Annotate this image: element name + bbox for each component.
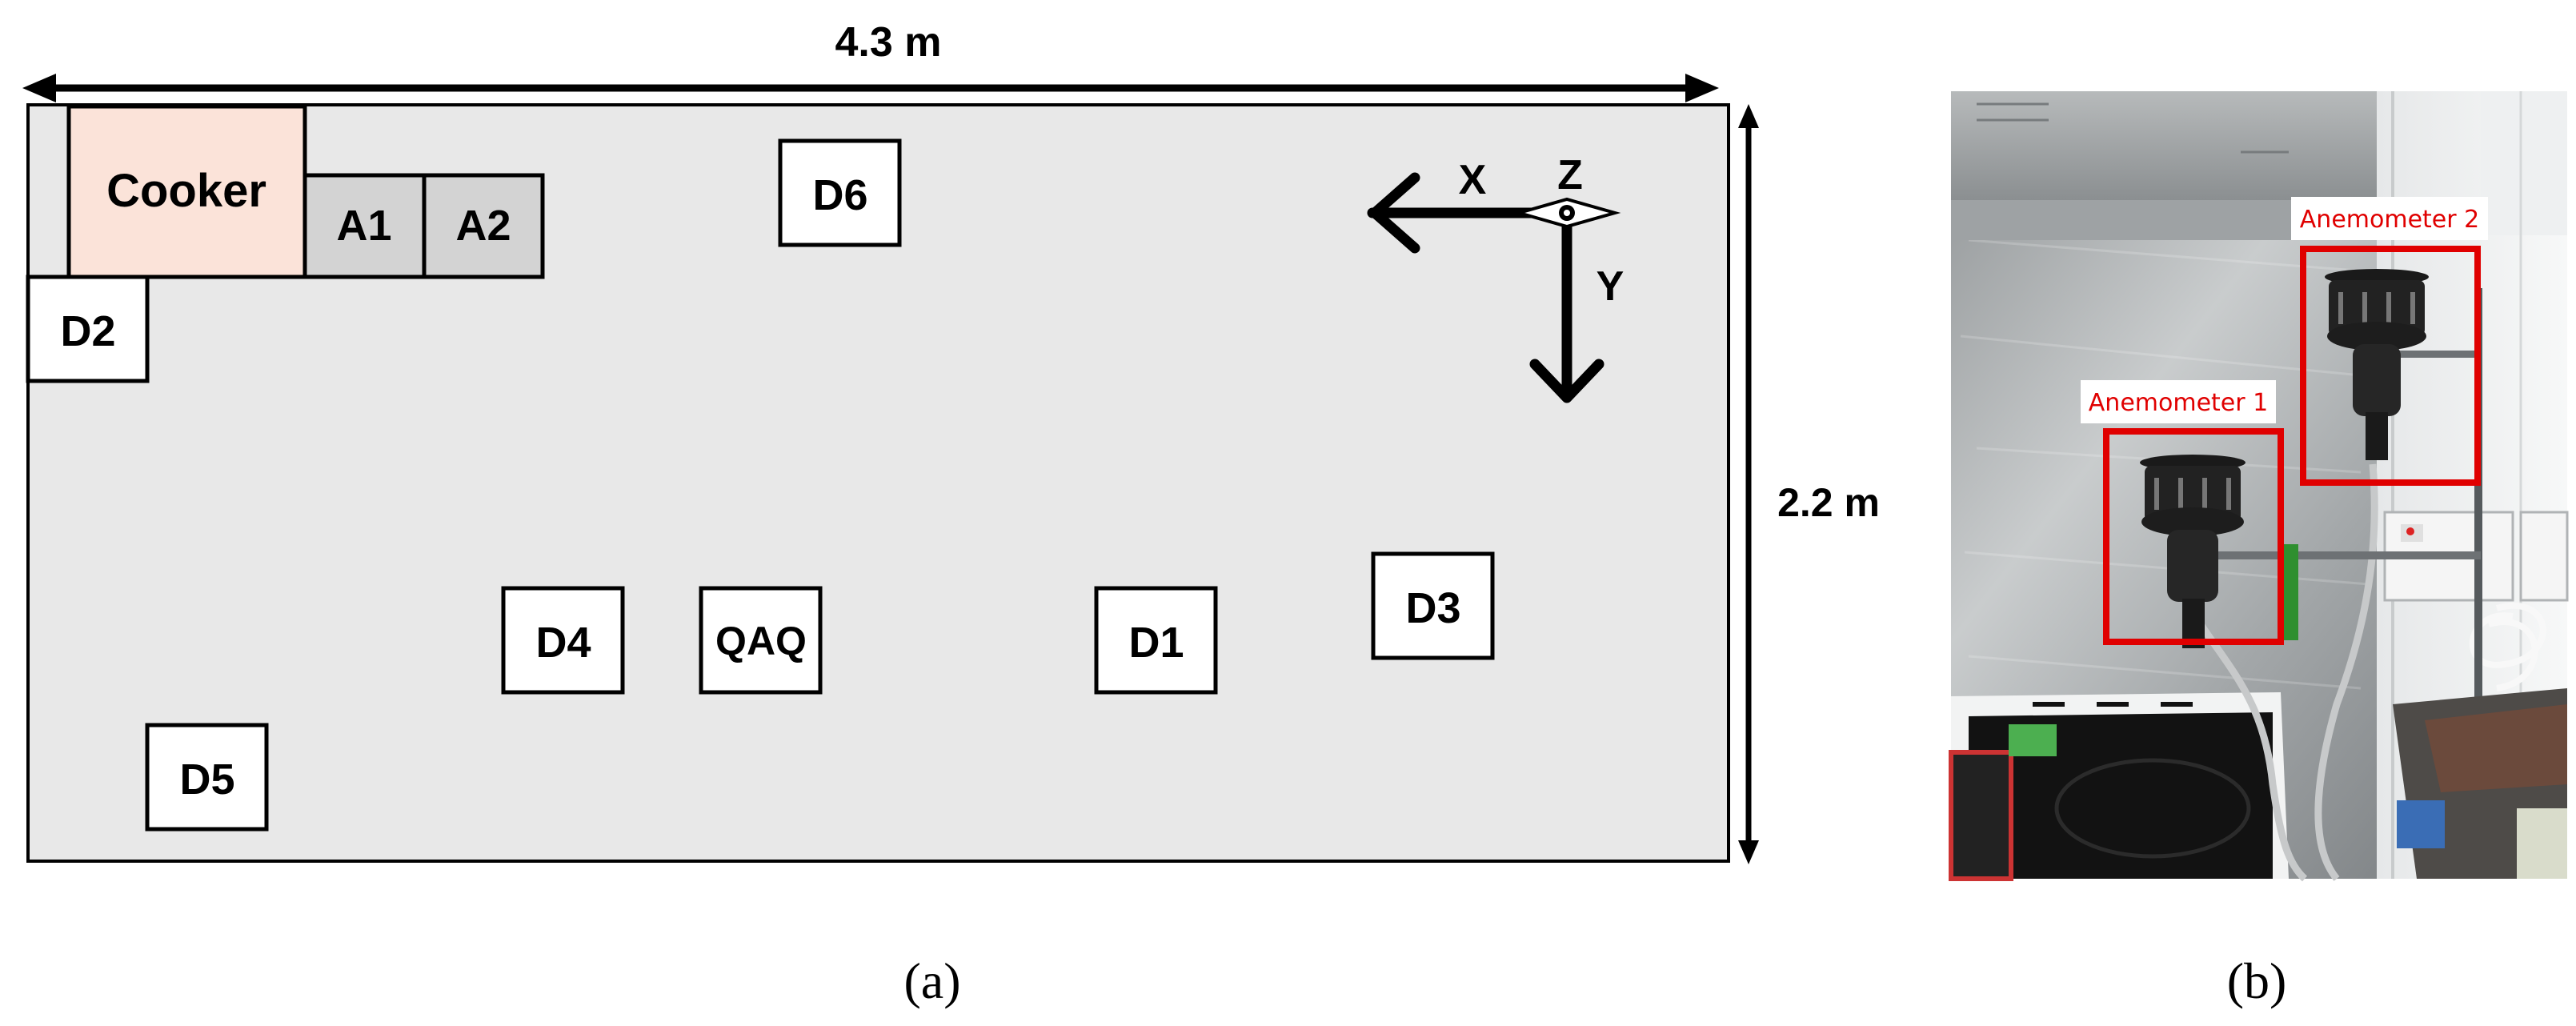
anemometer-2-label: Anemometer 2 <box>2300 206 2479 234</box>
device-qaq-box <box>699 586 823 695</box>
device-d2-box <box>26 275 150 383</box>
device-d6-box <box>778 138 902 247</box>
device-d1-box <box>1094 586 1218 695</box>
appliance-a1-box <box>302 173 427 279</box>
appliance-a2-box <box>422 173 545 279</box>
panel-a: 4.3 m 2.2 m Cooker A1 A2 D2 D6 D4 QAQ <box>22 19 1880 1009</box>
anemometer-2-label-bg <box>2291 197 2488 240</box>
panel-b: Anemometer 2 Anemometer 1 (b) <box>1949 91 2569 1009</box>
width-dimension-arrow <box>22 74 1719 102</box>
z-axis-label: Z <box>1557 152 1583 198</box>
cooker-label: Cooker <box>106 165 266 217</box>
y-axis-label: Y <box>1596 263 1625 310</box>
device-d2-label: D2 <box>60 307 115 355</box>
appliance-a1-label: A1 <box>336 202 391 250</box>
device-d6-label: D6 <box>812 171 867 219</box>
device-d5-box <box>145 723 269 832</box>
device-d1-label: D1 <box>1128 619 1184 667</box>
appliance-a2-label: A2 <box>455 202 511 250</box>
device-d3-box <box>1371 551 1495 660</box>
device-d3-label: D3 <box>1405 584 1460 632</box>
panel-a-caption: (a) <box>903 952 960 1009</box>
anemometer-1-device <box>2140 455 2245 648</box>
anemometer-1-highlight-box <box>2103 428 2284 645</box>
device-d4-box <box>501 586 625 695</box>
device-d5-label: D5 <box>179 755 234 804</box>
height-dimension-arrow <box>1738 104 1759 864</box>
device-qaq-label: QAQ <box>715 619 807 663</box>
axes-indicator: X Z Y <box>1367 152 1625 403</box>
anemometer-1-label-bg <box>2081 380 2276 423</box>
x-axis-label: X <box>1459 157 1487 203</box>
anemometer-1-label: Anemometer 1 <box>2089 389 2268 417</box>
anemometer-2-highlight-box <box>2300 246 2481 486</box>
device-d4-label: D4 <box>535 619 591 667</box>
panel-b-caption: (b) <box>2227 952 2287 1009</box>
cooker-side-box <box>26 103 70 279</box>
anemometer-2-device <box>2325 269 2429 460</box>
width-label: 4.3 m <box>835 19 942 66</box>
cooker-box <box>66 104 307 279</box>
height-label: 2.2 m <box>1777 480 1880 525</box>
